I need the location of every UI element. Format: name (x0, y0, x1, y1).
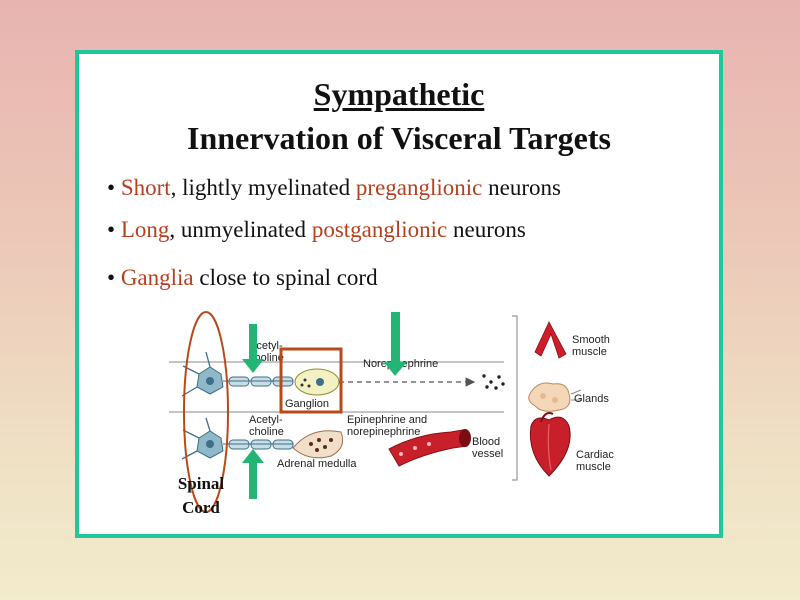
spinal-cord-highlight-oval (183, 311, 229, 513)
ganglion-cell (294, 368, 340, 396)
callout-arrow-acetylcholine-bottom (242, 449, 264, 499)
ganglion-highlight-box (279, 347, 343, 414)
label-acetylcholine-bottom: Acetyl-choline (249, 414, 284, 438)
bullet-text: , lightly myelinated (170, 175, 356, 200)
heart-graphic (529, 412, 571, 477)
neurotransmitter-dots (482, 374, 505, 390)
bullet-text: neurons (447, 217, 526, 242)
bullet-text: postganglionic (311, 217, 448, 242)
callout-arrow-acetylcholine-top (242, 324, 264, 373)
targets-bracket (512, 315, 518, 481)
smooth-muscle-graphic (534, 321, 567, 359)
sympathetic-pathway-diagram: Acetyl-choline Ganglion Norepinephrine A… (169, 311, 614, 513)
bullet-postganglionic: • Long, unmyelinated postganglionic neur… (107, 218, 526, 241)
bullet-marker: • (107, 175, 116, 200)
myelinated-axon-top (223, 376, 294, 387)
bullet-text: close to spinal cord (193, 265, 378, 290)
bullet-text: neurons (482, 175, 561, 200)
adrenal-medulla-cells (292, 430, 344, 459)
blood-vessel (388, 429, 471, 467)
bullet-text: Short (120, 175, 171, 200)
label-ganglion: Ganglion (285, 398, 329, 410)
spinal-neuron-top (181, 351, 224, 397)
myelinated-axon-bottom (223, 439, 294, 450)
bullet-marker: • (107, 217, 116, 242)
spinal-neuron-bottom (181, 417, 224, 460)
glands-graphic (528, 382, 582, 412)
slide-title-line2: Innervation of Visceral Targets (187, 120, 611, 156)
bullet-preganglionic: • Short, lightly myelinated preganglioni… (107, 176, 561, 199)
bullet-text: preganglionic (355, 175, 483, 200)
slide-panel: Sympathetic Innervation of Visceral Targ… (75, 50, 723, 538)
bullet-text: , unmyelinated (169, 217, 312, 242)
bullet-ganglia: • Ganglia close to spinal cord (107, 266, 378, 289)
slide-title-line1: Sympathetic (313, 76, 485, 112)
bullet-marker: • (107, 265, 116, 290)
label-adrenal-medulla: Adrenal medulla (277, 458, 357, 470)
callout-arrow-norepinephrine (384, 312, 407, 376)
bullet-text: Long (120, 217, 170, 242)
spinal-cord-label: Spinal Cord (171, 472, 231, 520)
label-glands: Glands (574, 393, 609, 405)
spinal-cord-text: Spinal Cord (177, 474, 225, 517)
bullet-text: Ganglia (120, 265, 194, 290)
